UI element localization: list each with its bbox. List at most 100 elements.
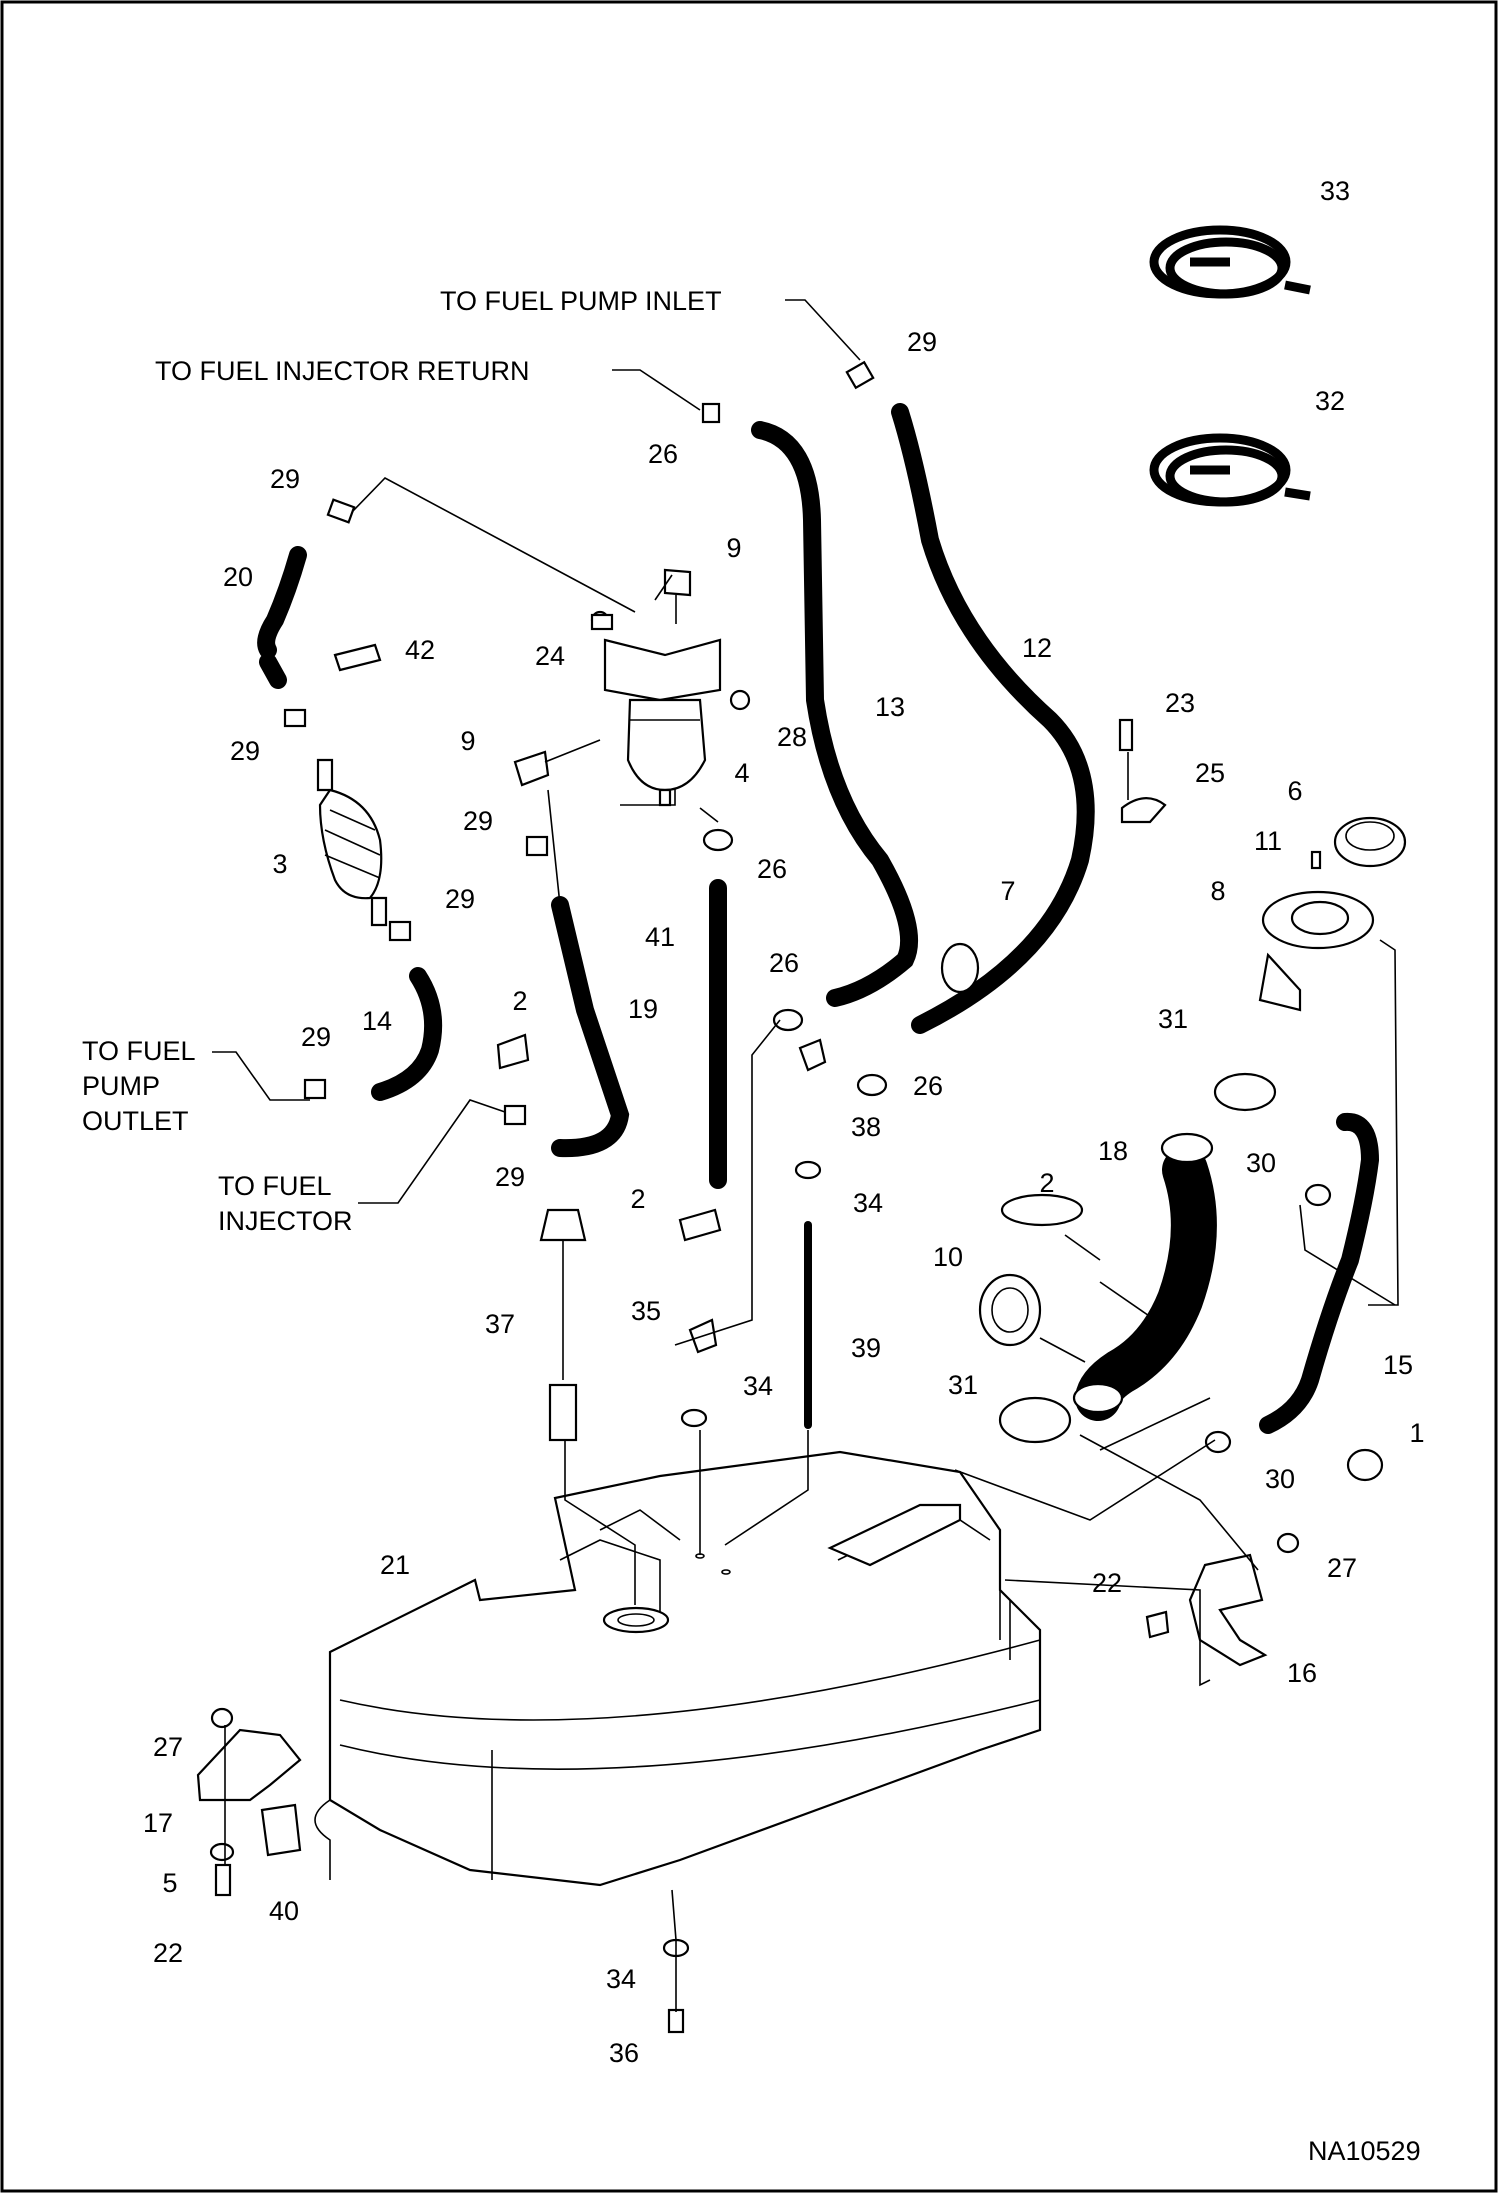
label-to-fuel-injector-line1: TO FUEL <box>218 1171 332 1201</box>
callout-6: 6 <box>1287 776 1302 806</box>
callout-9: 9 <box>726 533 741 563</box>
fuel-filter <box>590 568 751 807</box>
callout-34: 34 <box>606 1964 636 1994</box>
fitting-38 <box>798 1038 827 1072</box>
nut-27 <box>210 1707 234 1729</box>
callout-29: 29 <box>230 736 260 766</box>
callout-23: 23 <box>1165 688 1195 718</box>
grommet-7 <box>940 942 980 994</box>
callout-2: 2 <box>630 1184 645 1214</box>
callout-14: 14 <box>362 1006 392 1036</box>
callout-26: 26 <box>648 439 678 469</box>
fuel-sender <box>539 1208 587 1442</box>
grommet-34 <box>680 1408 708 1428</box>
clamp-2 <box>1000 1193 1084 1227</box>
bolt-36 <box>667 2008 685 2034</box>
clamp-29 <box>283 708 307 728</box>
callout-27: 27 <box>1327 1553 1357 1583</box>
callout-34: 34 <box>853 1188 883 1218</box>
callout-2: 2 <box>512 986 527 1016</box>
hose-14 <box>371 967 443 1101</box>
clamp-26 <box>701 402 721 424</box>
callout-29: 29 <box>445 884 475 914</box>
callout-5: 5 <box>162 1868 177 1898</box>
callout-32: 32 <box>1315 386 1345 416</box>
label-to-fuel-pump-outlet-line1: TO FUEL <box>82 1036 196 1066</box>
washer-5 <box>209 1842 235 1862</box>
callout-26: 26 <box>757 854 787 884</box>
fitting-9 <box>513 750 550 787</box>
bolt-2 <box>496 1033 530 1070</box>
label-to-fuel-pump-outlet-line3: OUTLET <box>82 1106 189 1136</box>
callout-29: 29 <box>907 327 937 357</box>
clamp-26 <box>702 828 734 852</box>
hose-20 <box>257 546 307 689</box>
hose-19 <box>551 896 630 1158</box>
callout-35: 35 <box>631 1296 661 1326</box>
callout-3: 3 <box>272 849 287 879</box>
callout-21: 21 <box>380 1550 410 1580</box>
bolt-22 <box>214 1863 232 1897</box>
hose-coil-32 <box>1149 433 1311 507</box>
label-to-fuel-injector-return: TO FUEL INJECTOR RETURN <box>155 356 530 386</box>
fuel-cap <box>1333 816 1407 868</box>
callout-20: 20 <box>223 562 253 592</box>
callout-34: 34 <box>743 1371 773 1401</box>
callout-30: 30 <box>1246 1148 1276 1178</box>
clamp-2 <box>678 1208 722 1242</box>
callout-24: 24 <box>535 641 565 671</box>
clamp-42 <box>333 643 382 672</box>
callout-29: 29 <box>495 1162 525 1192</box>
hose-15 <box>1259 1112 1380 1434</box>
grommet-1 <box>1346 1448 1384 1482</box>
hose-13 <box>751 421 919 1007</box>
callout-33: 33 <box>1320 176 1350 206</box>
clamp-29 <box>388 920 412 942</box>
clamp-29 <box>845 360 875 390</box>
filler-neck <box>1258 890 1375 1012</box>
callout-10: 10 <box>933 1242 963 1272</box>
callout-22: 22 <box>1092 1568 1122 1598</box>
bracket-17 <box>196 1728 302 1802</box>
callout-38: 38 <box>851 1112 881 1142</box>
clamp-31 <box>1213 1072 1277 1112</box>
callout-30: 30 <box>1265 1464 1295 1494</box>
clamp-29 <box>303 1078 327 1100</box>
callout-29: 29 <box>301 1022 331 1052</box>
bolt-23 <box>1118 718 1134 752</box>
hose-coil-33 <box>1149 225 1311 299</box>
callout-7: 7 <box>1000 876 1015 906</box>
grommet-10 <box>978 1273 1042 1347</box>
clamp-29 <box>503 1104 527 1126</box>
screw-11 <box>1310 850 1322 870</box>
callout-19: 19 <box>628 994 658 1024</box>
bolt-22 <box>1145 1610 1170 1639</box>
callout-27: 27 <box>153 1732 183 1762</box>
callout-29: 29 <box>270 464 300 494</box>
callout-31: 31 <box>948 1370 978 1400</box>
clamp-31 <box>998 1396 1072 1444</box>
callout-31: 31 <box>1158 1004 1188 1034</box>
callout-2: 2 <box>1039 1168 1054 1198</box>
callout-40: 40 <box>269 1896 299 1926</box>
bolt-24 <box>590 613 614 631</box>
label-to-fuel-pump-inlet: TO FUEL PUMP INLET <box>440 286 722 316</box>
callout-25: 25 <box>1195 758 1225 788</box>
primer-bulb <box>316 758 388 927</box>
callout-26: 26 <box>769 948 799 978</box>
clamp-29 <box>326 498 356 524</box>
hose-12 <box>891 403 1095 1034</box>
callout-22: 22 <box>153 1938 183 1968</box>
label-to-fuel-pump-outlet-line2: PUMP <box>82 1071 160 1101</box>
callout-4: 4 <box>734 758 749 788</box>
callout-13: 13 <box>875 692 905 722</box>
callout-29: 29 <box>463 806 493 836</box>
fuel-tank <box>314 1450 1042 1887</box>
clamp-26 <box>856 1073 888 1097</box>
callout-37: 37 <box>485 1309 515 1339</box>
callout-16: 16 <box>1287 1658 1317 1688</box>
callout-8: 8 <box>1210 876 1225 906</box>
callout-28: 28 <box>777 722 807 752</box>
